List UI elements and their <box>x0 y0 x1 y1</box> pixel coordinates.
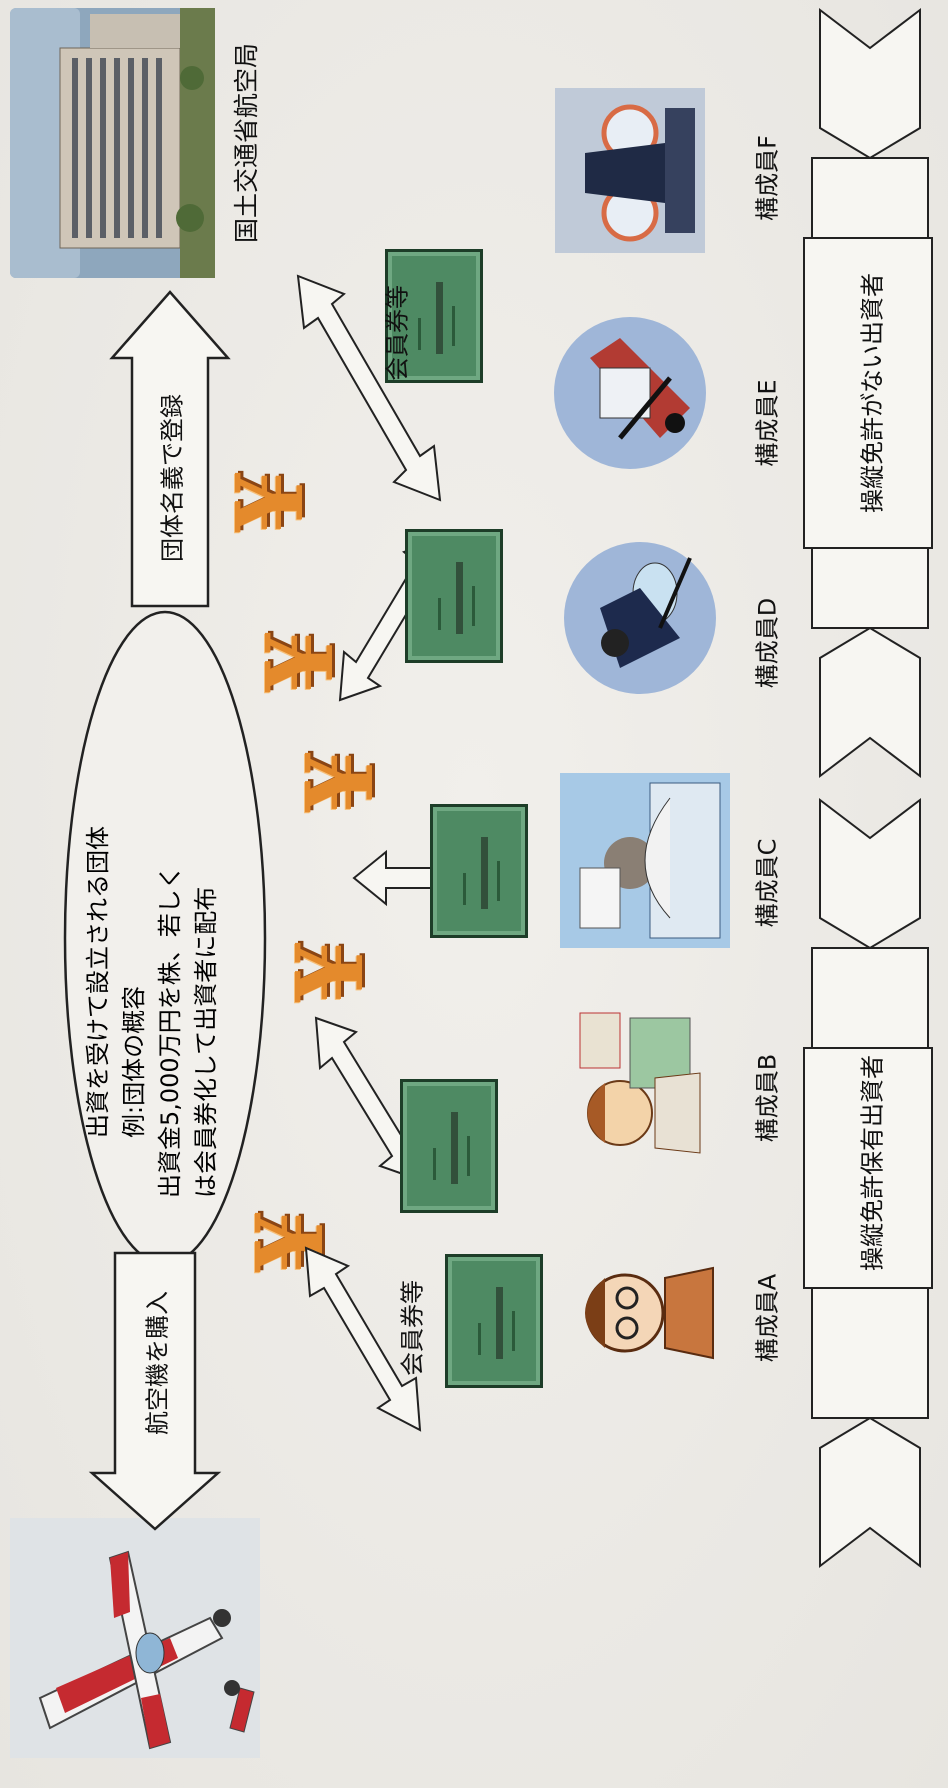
purchase-arrow-label: 航空機を購入 <box>143 1291 172 1435</box>
ellipse-line-4: は会員券化して出資者に配布 <box>192 886 220 1198</box>
member-d-illustration <box>564 542 716 694</box>
ministry-building-photo <box>10 8 215 278</box>
ellipse-line-3: 出資金5,000万円を株、若しく <box>156 865 184 1198</box>
ellipse-text: 出資を受けて設立される団体 例:団体の概容 出資金5,000万円を株、若しく は… <box>80 658 224 1198</box>
yen-icon: ¥ <box>286 750 394 815</box>
double-arrow-a <box>304 1246 422 1432</box>
licensed-investors-label: 操縦免許保有出資者 <box>858 1055 887 1271</box>
member-b-illustration <box>579 1012 701 1154</box>
member-label-b: 構成員B <box>753 1053 782 1143</box>
ellipse-line-2: 例:団体の概容 <box>120 985 148 1138</box>
member-certificate <box>430 804 528 938</box>
member-label-d: 構成員D <box>753 597 782 689</box>
certificate-label: 会員券等 <box>383 285 412 381</box>
member-label-f: 構成員F <box>753 135 782 221</box>
building-label: 国土交通省航空局 <box>232 42 261 244</box>
member-certificate <box>445 1254 543 1388</box>
member-certificate <box>405 529 503 663</box>
yen-icon: ¥ <box>276 940 384 1005</box>
unlicensed-investors-ribbon <box>803 7 933 779</box>
certificate-label: 会員券等 <box>398 1280 427 1376</box>
member-certificate <box>400 1079 498 1213</box>
member-label-a: 構成員A <box>753 1273 782 1363</box>
licensed-investors-ribbon <box>803 797 933 1569</box>
member-e-illustration <box>554 317 706 469</box>
purchase-arrow <box>88 1251 222 1531</box>
member-c-illustration <box>560 773 730 948</box>
member-f-illustration <box>555 88 705 253</box>
airplane-illustration <box>10 1518 260 1758</box>
double-arrow-e <box>296 274 442 502</box>
register-arrow <box>109 290 231 608</box>
member-label-e: 構成員E <box>753 379 782 467</box>
member-label-c: 構成員C <box>753 838 782 928</box>
register-arrow-label: 団体名義で登録 <box>158 394 187 562</box>
unlicensed-investors-label: 操縦免許がない出資者 <box>858 273 887 513</box>
ellipse-line-1: 出資を受けて設立される団体 <box>84 826 112 1138</box>
member-a-illustration <box>585 1266 714 1360</box>
